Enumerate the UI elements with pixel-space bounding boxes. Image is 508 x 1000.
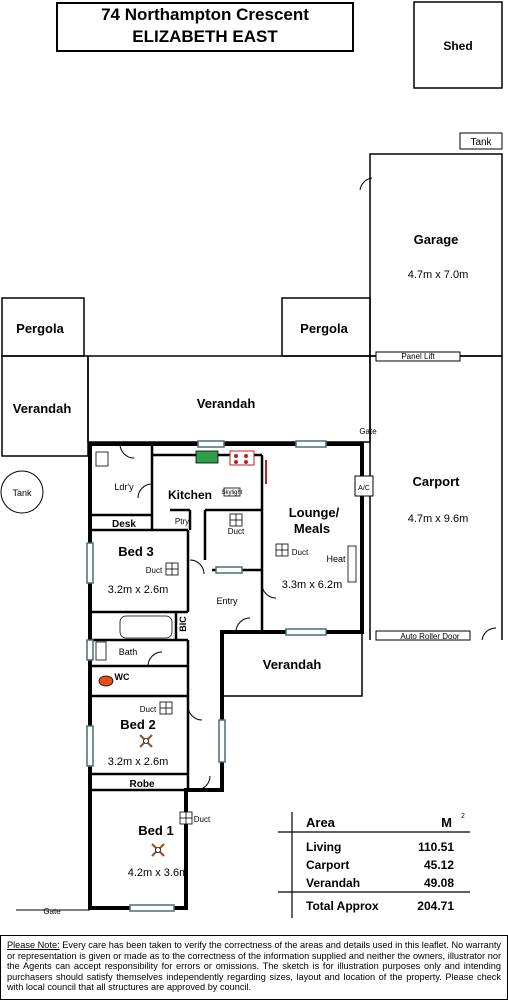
internal-walls — [90, 444, 264, 792]
shed-outline — [413, 1, 503, 89]
area-row-value: 110.51 — [418, 840, 454, 854]
area-row-label: Carport — [306, 858, 349, 872]
area-total-value: 204.71 — [417, 899, 454, 913]
panel-lift-bar — [375, 351, 461, 362]
area-table: Area M 2 Living 110.51 Carport 45.12 Ver… — [306, 813, 465, 913]
disclaimer-text: Every care has been taken to verify the … — [7, 940, 501, 993]
disclaimer-lead: Please Note: — [7, 940, 60, 950]
bed3-label: Bed 3 — [118, 544, 153, 559]
bed1-dimensions: 4.2m x 3.6m — [128, 867, 189, 879]
toilet-icon — [98, 675, 114, 687]
verandah-left-label: Verandah — [13, 401, 72, 416]
meals-label: Meals — [294, 521, 330, 536]
entry-label: Entry — [216, 596, 238, 606]
wc-label: WC — [115, 672, 130, 682]
stove-icon — [229, 450, 255, 466]
gate-bottom-label: Gate — [43, 907, 61, 916]
pergola-mid-label: Pergola — [300, 321, 348, 336]
auto-roller-door-label: Auto Roller Door — [400, 632, 459, 641]
area-row-value: 45.12 — [424, 858, 454, 872]
tank-left-circle — [0, 470, 44, 514]
bath-label: Bath — [119, 647, 138, 657]
tank-top-label: Tank — [470, 137, 492, 148]
laundry-label: Ldr'y — [114, 482, 134, 492]
area-header-unit: M — [441, 815, 452, 830]
robe-label: Robe — [130, 779, 155, 790]
area-row-value: 49.08 — [424, 876, 454, 890]
fixtures — [95, 450, 374, 687]
duct-bed2-label: Duct — [140, 705, 157, 714]
laundry-trough-icon — [95, 451, 109, 467]
area-row-label: Living — [306, 840, 341, 854]
ac-label: A/C — [358, 485, 370, 492]
ac-unit-box — [354, 475, 374, 497]
lounge-dimensions: 3.3m x 6.2m — [282, 579, 343, 591]
pergola-left-label: Pergola — [16, 321, 64, 336]
duct-lounge-label: Duct — [292, 548, 309, 557]
garage-label: Garage — [414, 232, 459, 247]
auto-roller-door-bar — [375, 630, 471, 641]
duct-bed3-label: Duct — [146, 566, 163, 575]
duct-grilles — [159, 513, 289, 825]
lounge-label: Lounge/ — [289, 505, 340, 520]
sink-icon — [195, 450, 219, 464]
duct-kitchen-label: Duct — [228, 527, 245, 536]
ceiling-fan-bed1-icon — [151, 843, 165, 857]
verandah-top-label: Verandah — [197, 396, 256, 411]
desk-label: Desk — [112, 519, 136, 530]
ceiling-fan-bed2-icon — [139, 734, 153, 748]
carport-dimensions: 4.7m x 9.6m — [408, 513, 469, 525]
carport-label: Carport — [413, 474, 461, 489]
address-title: 74 Northampton Crescent ELIZABETH EAST — [56, 2, 354, 52]
pantry-label: Ptry — [175, 517, 189, 526]
address-suburb: ELIZABETH EAST — [132, 27, 278, 46]
bic-label: BIC — [178, 616, 188, 632]
address-street: 74 Northampton Crescent — [101, 5, 309, 24]
duct-bed1-label: Duct — [194, 815, 211, 824]
tank-left-label: Tank — [12, 488, 32, 498]
basin-icon — [95, 641, 107, 661]
bed3-dimensions: 3.2m x 2.6m — [108, 584, 169, 596]
disclaimer-note: Please Note: Every care has been taken t… — [0, 935, 508, 1000]
shed-label: Shed — [443, 39, 472, 53]
bed2-label: Bed 2 — [120, 717, 155, 732]
area-row-label: Verandah — [306, 876, 360, 890]
area-table-lines — [278, 812, 470, 918]
verandah-mid-label: Verandah — [263, 657, 322, 672]
gate-top-label: Gate — [359, 427, 377, 436]
skylight-icon — [223, 487, 241, 497]
skylight-label: Skylight — [221, 490, 242, 496]
garage-dimensions: 4.7m x 7.0m — [408, 269, 469, 281]
panel-lift-label: Panel Lift — [401, 352, 435, 361]
bathtub-icon — [119, 615, 173, 639]
kitchen-label: Kitchen — [168, 488, 212, 502]
bed1-label: Bed 1 — [138, 823, 173, 838]
area-header-sup: 2 — [461, 813, 465, 820]
tank-top-box — [459, 132, 503, 150]
heater-icon — [347, 545, 357, 583]
heat-label: Heat — [326, 554, 346, 564]
door-swings — [119, 177, 497, 791]
windows — [86, 440, 327, 912]
bed2-dimensions: 3.2m x 2.6m — [108, 756, 169, 768]
garage-outline — [369, 153, 503, 357]
area-header-label: Area — [306, 815, 336, 830]
area-total-label: Total Approx — [306, 899, 379, 913]
ceiling-fans — [139, 734, 165, 857]
